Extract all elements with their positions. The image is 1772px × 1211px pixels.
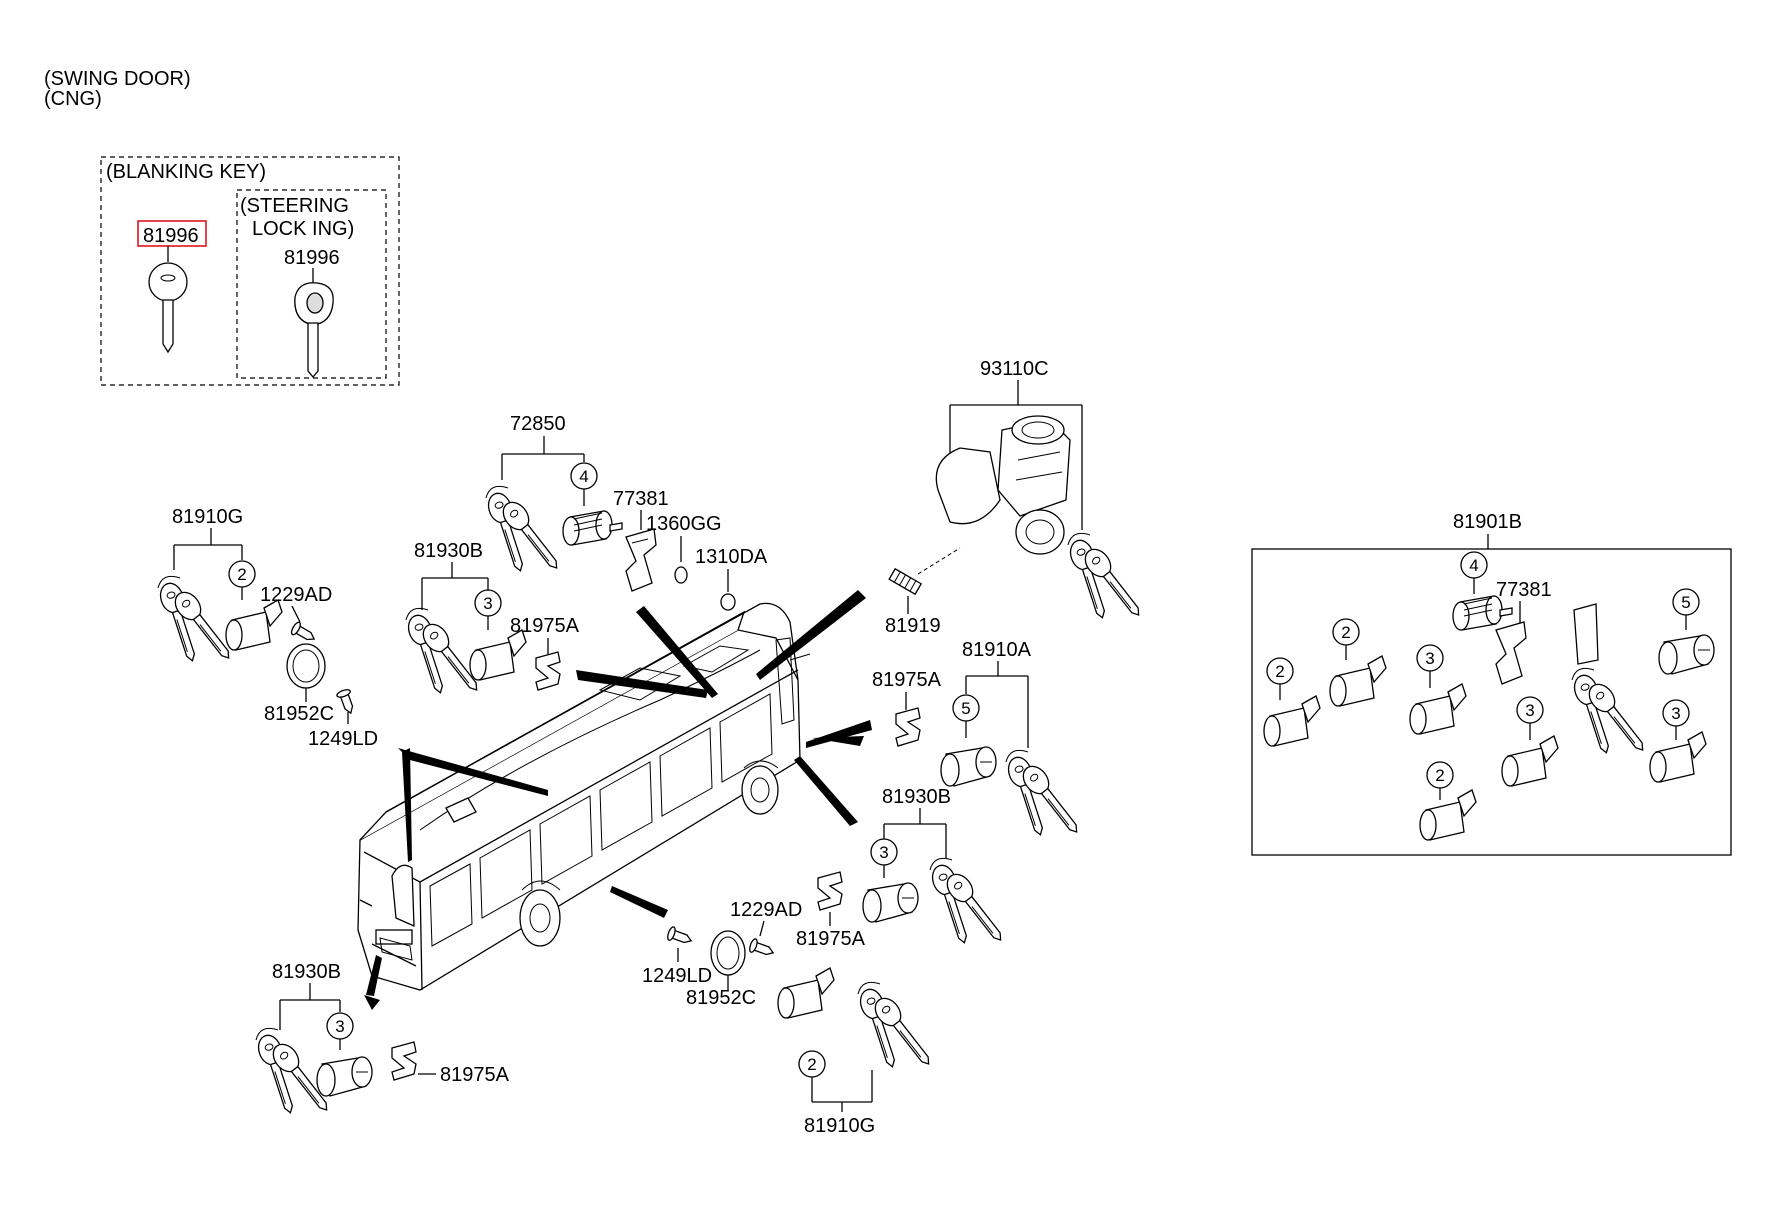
callout-3-81930B-mid: 3 [483, 594, 492, 613]
clip-81975A-mid-icon [535, 651, 561, 691]
part-81901B[interactable]: 81901B [1453, 511, 1522, 533]
part-1229AD-top[interactable]: 1229AD [260, 584, 332, 606]
steering-title-1: (STEERING [240, 195, 349, 217]
part-81975A-right[interactable]: 81975A [872, 669, 942, 691]
callout-4-kit: 4 [1469, 556, 1478, 575]
part-81952C-top[interactable]: 81952C [264, 703, 334, 725]
callout-2-kit-b: 2 [1275, 662, 1284, 681]
kit-cylinder-3a-icon [1409, 683, 1467, 735]
lock-cylinder-81910G-bot-icon [777, 967, 835, 1019]
steering-lock-box [236, 189, 387, 379]
callout-3-kit-b: 3 [1525, 701, 1534, 720]
kit-81901B-box [1251, 548, 1732, 856]
part-81930B-right[interactable]: 81930B [882, 786, 951, 808]
part-1229AD-bot[interactable]: 1229AD [730, 899, 802, 921]
part-81996-blank[interactable]: 81996 [143, 225, 199, 247]
kit-cylinder-2b-icon [1263, 695, 1321, 747]
highlight-box [137, 220, 207, 247]
callout-5-kit: 5 [1681, 593, 1690, 612]
screw-1249LD-bot-icon [665, 925, 695, 949]
kit-cylinder-2a-icon [1329, 655, 1387, 707]
lock-cylinder-81910G-top-icon [225, 599, 283, 651]
part-81952C-bot[interactable]: 81952C [686, 987, 756, 1009]
callout-2-kit-c: 2 [1435, 766, 1444, 785]
callout-4-72850: 4 [579, 467, 588, 486]
part-72850[interactable]: 72850 [510, 413, 566, 435]
kit-cylinder-2c-icon [1419, 789, 1477, 841]
screw-1249LD-top-icon [335, 687, 359, 717]
screw-1229AD-top-icon [289, 620, 319, 646]
blank-key-icon [148, 262, 188, 354]
part-1249LD-top[interactable]: 1249LD [308, 728, 378, 750]
blanking-key-title: (BLANKING KEY) [106, 161, 266, 183]
kit-cylinder-3c-icon [1649, 731, 1707, 783]
part-81996-steering[interactable]: 81996 [284, 247, 340, 269]
lock-cylinder-81930B-bot-icon [316, 1056, 373, 1097]
bus-illustration [357, 602, 811, 991]
callout-3-kit-c: 3 [1671, 704, 1680, 723]
retainer-77381-icon [625, 528, 657, 592]
lock-cylinder-72850-icon [562, 510, 623, 546]
clip-81975A-botleft-icon [391, 1041, 417, 1081]
kit-retainer-77381-icon [1495, 621, 1527, 685]
part-81919[interactable]: 81919 [885, 615, 941, 637]
lock-cylinder-81910A-icon [940, 746, 997, 787]
clip-81975A-bot-icon [817, 871, 843, 911]
blanking-key-box [100, 156, 400, 386]
variant-cng: (CNG) [44, 88, 102, 110]
part-1310DA[interactable]: 1310DA [695, 546, 768, 568]
lock-cylinder-81930B-right-icon [862, 882, 919, 923]
callout-3-81930B-bot: 3 [335, 1017, 344, 1036]
screw-1229AD-bot-icon [747, 937, 777, 961]
part-77381[interactable]: 77381 [613, 488, 669, 510]
callout-5-81910A: 5 [961, 699, 970, 718]
steering-key-icon [294, 282, 334, 379]
part-1249LD-bot[interactable]: 1249LD [642, 965, 712, 987]
washer-1360GG-icon [674, 566, 688, 584]
part-81930B-bot[interactable]: 81930B [272, 961, 341, 983]
ignition-switch-icon [935, 415, 1071, 555]
steering-title-2: LOCK ING) [252, 218, 354, 240]
kit-cylinder-5-icon [1658, 634, 1715, 675]
kit-tag-icon [1573, 603, 1599, 665]
callout-2-81910G-top: 2 [237, 565, 246, 584]
callout-3-81930B-right: 3 [879, 843, 888, 862]
part-81910G-top[interactable]: 81910G [172, 506, 243, 528]
pointer-wedges [364, 590, 872, 1010]
part-77381-kit[interactable]: 77381 [1496, 579, 1552, 601]
part-81930B-mid[interactable]: 81930B [414, 540, 483, 562]
part-93110C[interactable]: 93110C [980, 358, 1049, 380]
screw-81919-icon [888, 567, 923, 596]
kit-lock-cylinder-4-icon [1452, 595, 1513, 631]
kit-cylinder-3b-icon [1501, 735, 1559, 787]
nut-1310DA-icon [720, 593, 736, 611]
callout-2-kit-a: 2 [1341, 623, 1350, 642]
variant-swing-door: (SWING DOOR) [44, 68, 191, 90]
part-81975A-botleft[interactable]: 81975A [440, 1064, 510, 1086]
clip-81975A-right-icon [895, 707, 921, 747]
part-1360GG[interactable]: 1360GG [646, 513, 722, 535]
callout-2-81910G-bot: 2 [807, 1055, 816, 1074]
lock-cylinder-81930B-mid-icon [469, 629, 527, 681]
part-81910G-bot[interactable]: 81910G [804, 1115, 875, 1137]
part-81910A[interactable]: 81910A [962, 639, 1032, 661]
gasket-81952C-bot-icon [710, 930, 746, 976]
part-81975A-bot[interactable]: 81975A [796, 928, 866, 950]
callout-3-kit-a: 3 [1425, 649, 1434, 668]
part-81975A-mid[interactable]: 81975A [510, 615, 580, 637]
